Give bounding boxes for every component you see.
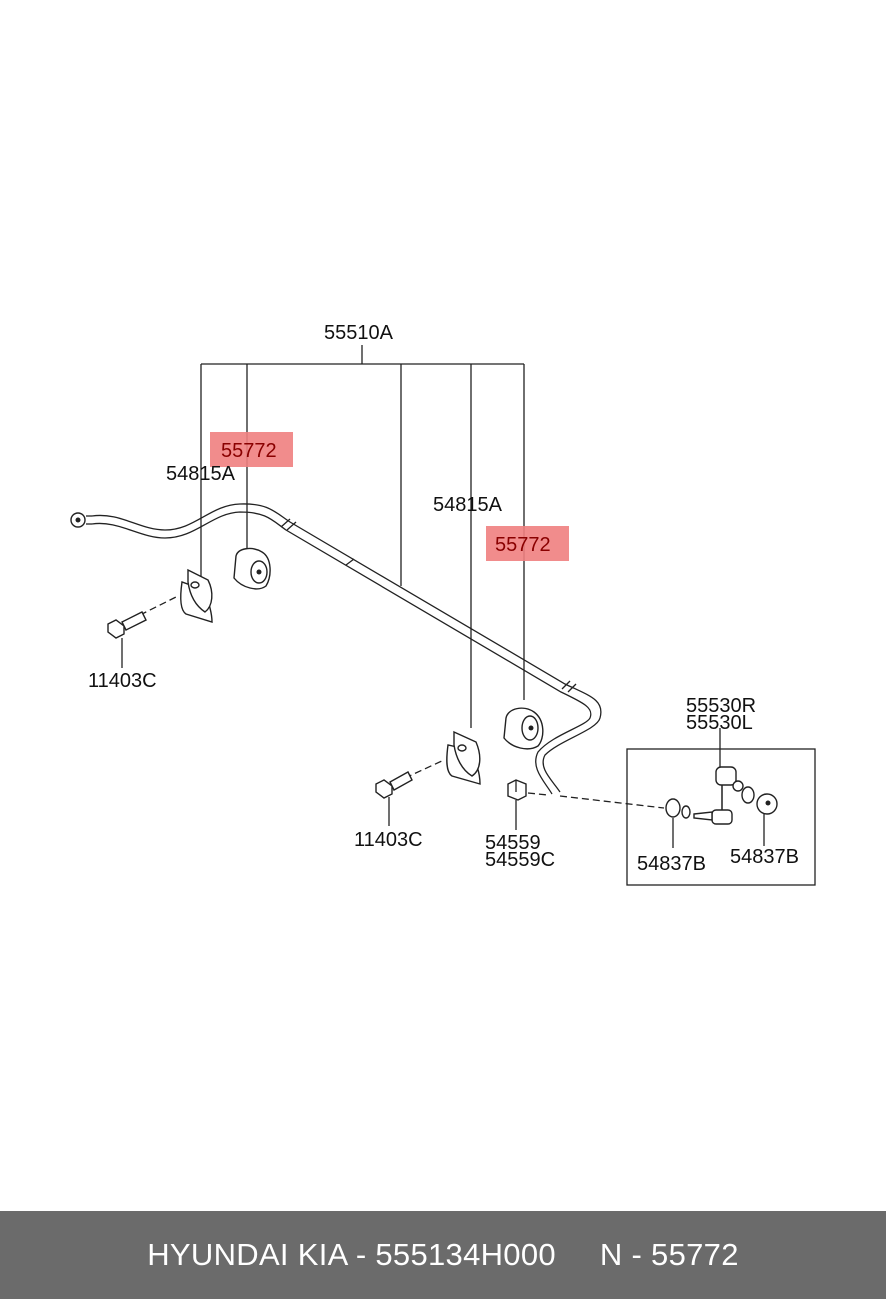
highlight-right [486, 526, 569, 561]
stabilizer-bar [70, 503, 602, 795]
bolt-right-drawing [375, 771, 413, 799]
label-link-r: 55530R [686, 695, 756, 717]
label-bracket-left: 54815A [166, 463, 236, 485]
label-nut-a: 54559 [485, 832, 541, 854]
leader-lines [121, 345, 765, 848]
label-main-bar: 55510A [324, 322, 394, 344]
label-nut-b: 54559C [485, 849, 555, 871]
bushing-left-drawing [233, 547, 271, 590]
nut-drawing [507, 779, 527, 801]
bushing-right-drawing [503, 707, 544, 750]
link-detail-box [626, 748, 816, 886]
label-link-bushing-right: 54837B [730, 846, 799, 868]
footer-bar: HYUNDAI KIA - 555134H000 N - 55772 [0, 1211, 886, 1299]
parts-diagram: 55510A 55772 54815A 54815A 55772 11403C … [70, 322, 816, 886]
label-bolt-right: 11403C [354, 829, 423, 851]
link-drawing [665, 766, 778, 825]
label-bushing-left: 55772 [221, 440, 277, 462]
label-link-bushing-left: 54837B [637, 853, 706, 875]
bracket-left-drawing [180, 568, 213, 623]
label-link-l: 55530L [686, 712, 753, 734]
label-bushing-right: 55772 [495, 534, 551, 556]
highlight-left [210, 432, 293, 467]
bolt-left-drawing [107, 611, 147, 639]
label-bolt-left: 11403C [88, 670, 157, 692]
footer-brand-part: HYUNDAI KIA - 555134H000 [147, 1237, 556, 1272]
bracket-right-drawing [446, 730, 481, 785]
label-bracket-right: 54815A [433, 494, 503, 516]
footer-oem-ref: N - 55772 [599, 1237, 739, 1272]
